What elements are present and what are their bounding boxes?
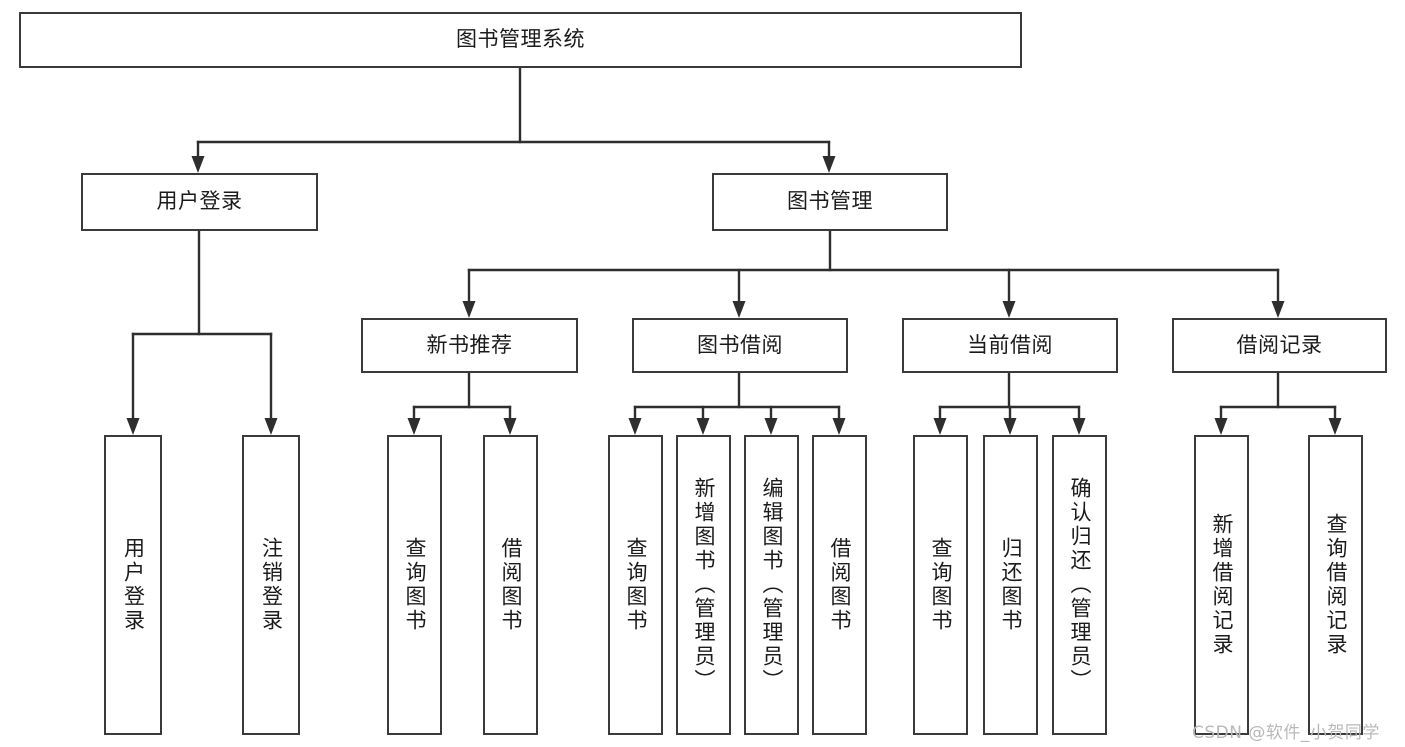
node-label: 确认归还（管理员） <box>1068 477 1092 693</box>
arrow-head-icon-recommend-to-leaves-1 <box>503 418 517 435</box>
node-leaf-logout-login[interactable]: 注销登录 <box>242 435 300 735</box>
node-label: 用户登录 <box>121 537 146 633</box>
node-leaf-edit-book[interactable]: 编辑图书（管理员） <box>744 435 799 735</box>
node-label: 借阅图书 <box>499 537 523 633</box>
node-leaf-return-book[interactable]: 归还图书 <box>983 435 1038 735</box>
node-current-borrow[interactable]: 当前借阅 <box>902 318 1118 373</box>
node-user-login[interactable]: 用户登录 <box>81 173 318 231</box>
node-label: 归还图书 <box>999 537 1023 633</box>
node-leaf-query-book-1[interactable]: 查询图书 <box>387 435 442 735</box>
node-leaf-query-book-2[interactable]: 查询图书 <box>608 435 663 735</box>
node-borrow-record[interactable]: 借阅记录 <box>1172 318 1387 373</box>
arrow-head-icon-recommend-to-leaves-0 <box>407 418 421 435</box>
arrow-head-icon-bookmgmt-to-level2-3 <box>1271 301 1285 318</box>
arrow-head-icon-borrow-to-leaves-2 <box>764 418 778 435</box>
node-leaf-query-record[interactable]: 查询借阅记录 <box>1308 435 1363 735</box>
node-label: 查询借阅记录 <box>1324 513 1348 657</box>
node-book-borrow[interactable]: 图书借阅 <box>632 318 848 373</box>
node-label: 注销登录 <box>259 537 284 633</box>
arrow-head-icon-borrow-to-leaves-1 <box>696 418 710 435</box>
node-label: 查询图书 <box>403 537 427 633</box>
node-label: 当前借阅 <box>967 332 1053 357</box>
node-label: 新增图书（管理员） <box>692 477 716 693</box>
arrow-head-icon-bookmgmt-to-level2-2 <box>1002 301 1016 318</box>
node-label: 查询图书 <box>929 537 953 633</box>
node-leaf-confirm-return[interactable]: 确认归还（管理员） <box>1052 435 1107 735</box>
arrow-head-icon-userlogin-to-leaves-0 <box>126 418 140 435</box>
node-label: 编辑图书（管理员） <box>760 477 784 693</box>
arrow-head-icon-borrow-to-leaves-3 <box>832 418 846 435</box>
arrow-head-icon-bookmgmt-to-level2-0 <box>462 301 476 318</box>
arrow-head-icon-current-to-leaves-2 <box>1072 418 1086 435</box>
arrow-head-icon-record-to-leaves-0 <box>1214 418 1228 435</box>
node-label: 新增借阅记录 <box>1210 513 1234 657</box>
arrow-head-icon-root-to-level1-1 <box>822 156 836 173</box>
node-label: 借阅记录 <box>1236 332 1323 357</box>
arrow-head-icon-root-to-level1-0 <box>191 156 205 173</box>
arrow-head-icon-bookmgmt-to-level2-1 <box>732 301 746 318</box>
arrow-head-icon-record-to-leaves-1 <box>1328 418 1342 435</box>
arrow-head-icon-borrow-to-leaves-0 <box>628 418 642 435</box>
node-label: 用户登录 <box>156 189 243 214</box>
node-leaf-add-book[interactable]: 新增图书（管理员） <box>676 435 731 735</box>
node-label: 查询图书 <box>624 537 648 633</box>
node-label: 借阅图书 <box>828 537 852 633</box>
node-leaf-query-book-3[interactable]: 查询图书 <box>913 435 968 735</box>
node-label: 新书推荐 <box>426 332 513 357</box>
node-leaf-borrow-book-1[interactable]: 借阅图书 <box>483 435 538 735</box>
node-new-book-recommend[interactable]: 新书推荐 <box>361 318 578 373</box>
arrow-head-icon-current-to-leaves-0 <box>933 418 947 435</box>
node-root-图书管理系统[interactable]: 图书管理系统 <box>19 12 1022 68</box>
node-leaf-add-record[interactable]: 新增借阅记录 <box>1194 435 1249 735</box>
node-label: 图书管理系统 <box>456 27 585 52</box>
node-book-management[interactable]: 图书管理 <box>712 173 948 231</box>
csdn-watermark: CSDN @软件_小贺同学 <box>1192 723 1380 743</box>
node-leaf-user-login[interactable]: 用户登录 <box>104 435 162 735</box>
node-leaf-borrow-book-2[interactable]: 借阅图书 <box>812 435 867 735</box>
node-label: 图书管理 <box>787 189 873 214</box>
arrow-head-icon-userlogin-to-leaves-1 <box>264 418 278 435</box>
node-label: 图书借阅 <box>697 332 783 357</box>
arrow-head-icon-current-to-leaves-1 <box>1003 418 1017 435</box>
